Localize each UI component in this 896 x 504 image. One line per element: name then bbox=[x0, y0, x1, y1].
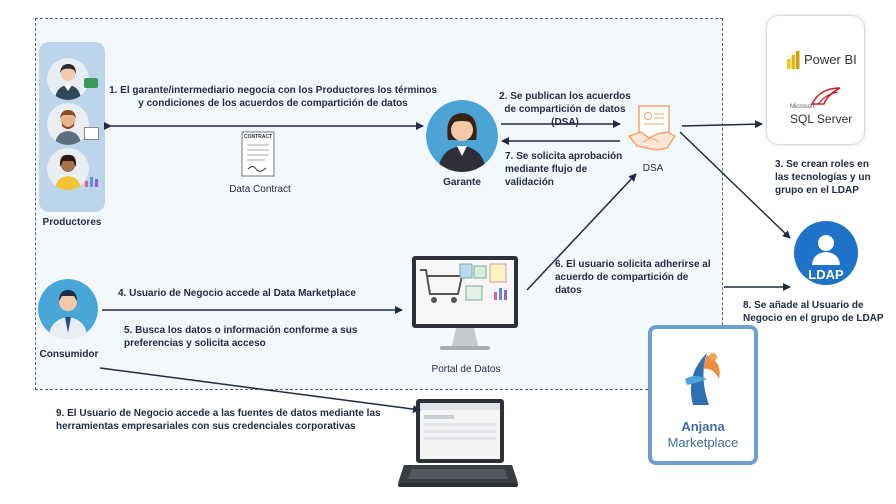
anjana-logo-icon bbox=[673, 345, 733, 413]
portal-label: Portal de Datos bbox=[431, 364, 501, 375]
portal-monitor-icon bbox=[410, 254, 520, 358]
step-4-text: 4. Usuario de Negocio accede al Data Mar… bbox=[118, 288, 356, 299]
bar-chart-icon bbox=[84, 175, 100, 187]
garante-avatar bbox=[426, 100, 498, 172]
producer-avatar-3 bbox=[47, 148, 89, 190]
producer-avatar-2 bbox=[47, 103, 89, 145]
step-2-text: 2. Se publican los acuerdos de compartic… bbox=[499, 91, 631, 128]
contract-doc-title: CONTRACT bbox=[244, 134, 273, 140]
arrow-dsa-ldap bbox=[679, 131, 791, 239]
arrow-portal-dsa bbox=[526, 173, 637, 291]
arrow-dsa-tools bbox=[681, 120, 763, 129]
sqlserver-icon bbox=[810, 86, 842, 106]
powerbi-icon bbox=[787, 51, 800, 69]
document-icon bbox=[84, 127, 99, 140]
arrow-consumidor-laptop bbox=[99, 367, 421, 414]
laptop-icon bbox=[396, 397, 520, 491]
contract-document-icon bbox=[240, 131, 276, 177]
anjana-title: Anjana bbox=[681, 419, 725, 434]
handshake-contract-icon bbox=[627, 104, 677, 156]
step-6-text: 6. El usuario solicita adherirse al acue… bbox=[555, 259, 711, 296]
producer-avatar-1 bbox=[47, 58, 89, 100]
productores-label: Productores bbox=[42, 217, 102, 228]
reporting-tools-card bbox=[767, 16, 864, 144]
data-contract-label: Data Contract bbox=[229, 184, 291, 195]
step-9-text: 9. El Usuario de Negocio accede a las fu… bbox=[56, 408, 381, 432]
dsa-label: DSA bbox=[642, 163, 664, 174]
step-8-text: 8. Se añade al Usuario de Negocio en el … bbox=[743, 300, 884, 324]
consumidor-avatar bbox=[38, 279, 98, 339]
microsoft-label: Microsoft bbox=[790, 104, 815, 110]
garante-label: Garante bbox=[443, 177, 481, 188]
step-7-text: 7. Se solicita aprobación mediante flujo… bbox=[505, 151, 623, 188]
step-5-text: 5. Busca los datos o información conform… bbox=[124, 325, 358, 349]
spreadsheet-icon bbox=[84, 78, 98, 88]
step-3-text: 3. Se crean roles en las tecnologías y u… bbox=[775, 159, 871, 196]
anjana-subtitle: Marketplace bbox=[667, 435, 739, 450]
sqlserver-label: SQL Server bbox=[790, 112, 853, 126]
powerbi-label: Power BI bbox=[804, 52, 857, 67]
step-1-text: 1. El garante/intermediario negocia con … bbox=[109, 85, 437, 109]
ldap-label: LDAP bbox=[808, 267, 844, 282]
consumidor-label: Consumidor bbox=[39, 349, 99, 360]
ldap-node bbox=[794, 221, 858, 285]
